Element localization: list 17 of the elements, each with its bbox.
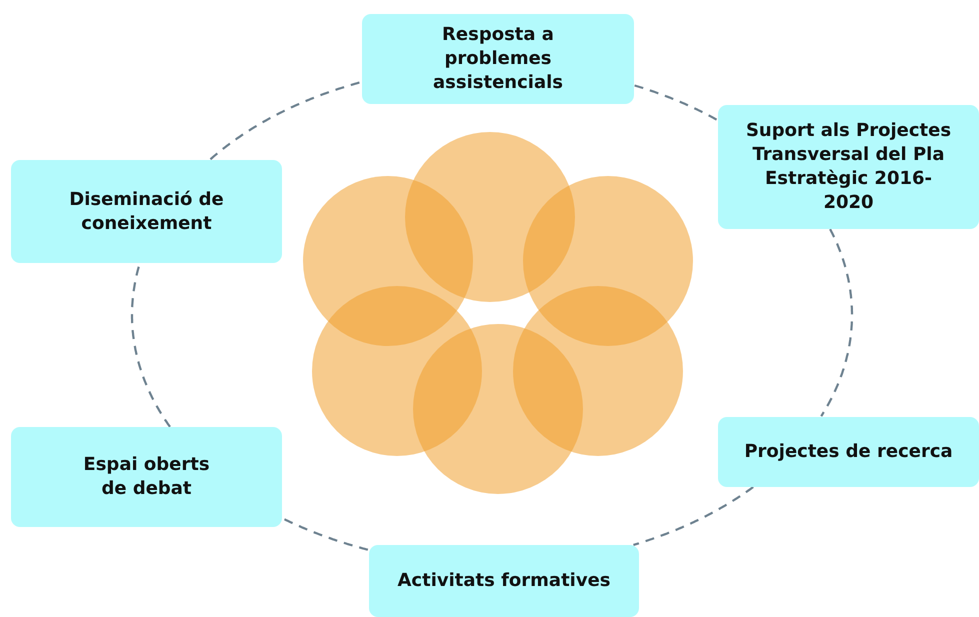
dashed-connector [820, 228, 854, 417]
topic-box [369, 545, 639, 617]
topic-box [362, 14, 634, 104]
dashed-connector [634, 84, 718, 122]
topic-box [11, 160, 282, 263]
dashed-connector [210, 81, 362, 160]
topic-label: Espai oberts de debat [82, 453, 211, 501]
dashed-connector [282, 518, 368, 551]
topic-label: Resposta a problemes assistencials [432, 23, 564, 95]
topic-label: Projectes de recerca [744, 440, 953, 464]
topic-label: Diseminació de coneixement [68, 188, 225, 236]
topic-box [718, 417, 979, 487]
topic-box [11, 427, 282, 527]
topic-label: Suport als Projectes Transversal del Pla Estratègic 2016-2020 [744, 119, 952, 215]
topic-box [718, 105, 979, 229]
topic-label: Activitats formatives [397, 569, 611, 593]
dashed-connector [633, 486, 754, 546]
